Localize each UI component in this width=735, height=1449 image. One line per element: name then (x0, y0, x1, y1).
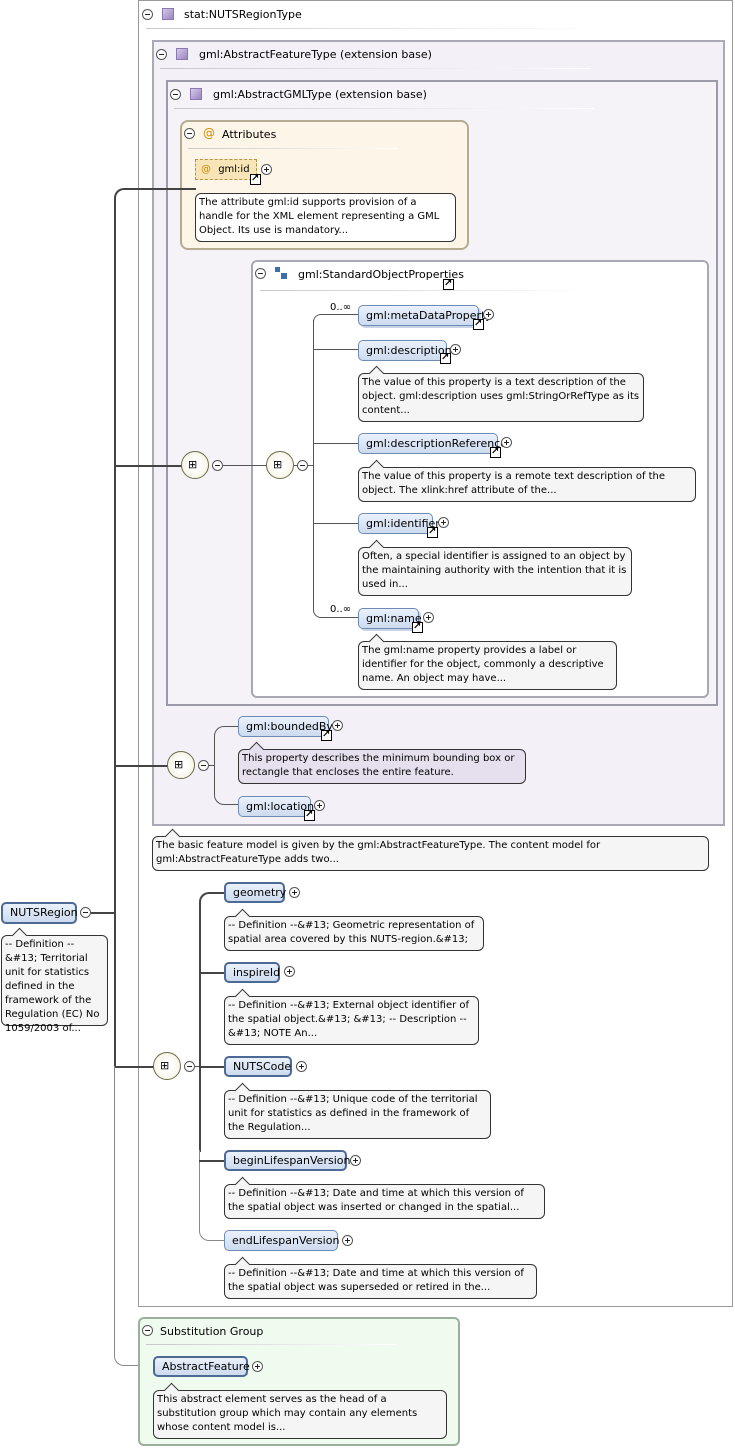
boundedby-link-icon[interactable] (321, 728, 332, 742)
expand-metadata-toggle[interactable] (483, 309, 494, 320)
description-link-icon[interactable] (440, 351, 451, 365)
location-link-icon[interactable] (304, 808, 315, 822)
gml-identifier-element[interactable]: gml:identifier (358, 513, 440, 534)
gml-type-title: gml:AbstractGMLType (extension base) (213, 88, 427, 101)
nutscode-documentation: -- Definition --&#13; Unique code of the… (224, 1082, 491, 1139)
description-documentation: The value of this property is a text des… (358, 365, 644, 422)
gml-id-label: gml:id (218, 164, 250, 175)
collapse-featuretype-toggle[interactable] (156, 49, 167, 60)
name-documentation: The gml:name property provides a label o… (358, 633, 617, 690)
attributes-title: Attributes (222, 128, 277, 141)
sequence-compositor-icon[interactable]: ⊞ (153, 1052, 181, 1080)
substitution-group-title: Substitution Group (160, 1325, 264, 1338)
collapse-own-sequence-toggle[interactable] (184, 1061, 195, 1072)
attribute-icon: @ (201, 164, 211, 175)
gml-id-link-icon[interactable] (250, 172, 261, 186)
nutscode-element[interactable]: NUTSCode (224, 1056, 292, 1077)
abstractfeature-documentation: This abstract element serves as the head… (153, 1382, 447, 1439)
expand-endlifespan-toggle[interactable] (342, 1235, 353, 1246)
collapse-nutsregiontype-toggle[interactable] (142, 9, 153, 20)
complex-type-icon (190, 88, 202, 100)
gml-boundedby-element[interactable]: gml:boundedBy (238, 716, 333, 737)
collapse-bounded-sequence-toggle[interactable] (198, 760, 209, 771)
expand-inspireid-toggle[interactable] (284, 966, 295, 977)
gml-name-element[interactable]: gml:name (358, 608, 422, 629)
feature-type-title: gml:AbstractFeatureType (extension base) (199, 48, 432, 61)
expand-description-toggle[interactable] (450, 344, 461, 355)
nutsregion-root-element[interactable]: NUTSRegion (1, 902, 78, 924)
sequence-compositor-icon[interactable]: ⊞ (266, 451, 294, 479)
expand-nutscode-toggle[interactable] (296, 1061, 307, 1072)
beginlifespan-documentation: -- Definition --&#13; Date and time at w… (224, 1176, 545, 1219)
name-link-icon[interactable] (412, 620, 423, 634)
gml-id-attribute[interactable]: @ gml:id (195, 159, 257, 180)
expand-beginlifespan-toggle[interactable] (350, 1155, 361, 1166)
expand-geometry-toggle[interactable] (289, 887, 300, 898)
collapse-attributes-toggle[interactable] (184, 128, 195, 139)
abstractfeature-element[interactable]: AbstractFeature (153, 1356, 250, 1377)
descriptionreference-link-icon[interactable] (490, 445, 501, 459)
attribute-icon: @ (203, 126, 215, 140)
nutsregiontype-title: stat:NUTSRegionType (184, 8, 302, 21)
inspireid-element[interactable]: inspireId (224, 962, 280, 983)
group-icon (275, 267, 287, 279)
std-props-title: gml:StandardObjectProperties (298, 268, 464, 281)
inspireid-documentation: -- Definition --&#13; External object id… (224, 988, 479, 1045)
gml-descriptionreference-element[interactable]: gml:descriptionReference (358, 433, 507, 454)
geometry-element[interactable]: geometry (224, 882, 286, 903)
complex-type-icon (162, 8, 174, 20)
identifier-documentation: Often, a special identifier is assigned … (358, 539, 632, 596)
metadata-multiplicity: 0..∞ (330, 302, 352, 313)
complex-type-icon (176, 48, 188, 60)
feature-type-documentation: The basic feature model is given by the … (152, 828, 709, 871)
expand-identifier-toggle[interactable] (438, 517, 449, 528)
metadata-link-icon[interactable] (473, 317, 484, 331)
sequence-compositor-icon[interactable]: ⊞ (167, 751, 195, 779)
collapse-std-props-toggle[interactable] (255, 268, 266, 279)
descriptionreference-documentation: The value of this property is a remote t… (358, 459, 696, 502)
collapse-root-toggle[interactable] (80, 907, 91, 918)
sequence-compositor-icon[interactable]: ⊞ (181, 451, 209, 479)
gml-metadataproperty-element[interactable]: gml:metaDataProperty (358, 305, 492, 326)
geometry-documentation: -- Definition --&#13; Geometric represen… (224, 908, 484, 951)
collapse-substitution-toggle[interactable] (142, 1325, 153, 1336)
gml-description-element[interactable]: gml:description (358, 340, 452, 361)
endlifespan-documentation: -- Definition --&#13; Date and time at w… (224, 1256, 537, 1299)
endlifespanversion-element[interactable]: endLifespanVersion (224, 1230, 339, 1251)
collapse-gmltype-toggle[interactable] (170, 89, 181, 100)
gml-id-documentation: The attribute gml:id supports provision … (195, 193, 456, 242)
identifier-link-icon[interactable] (427, 525, 438, 539)
expand-abstractfeature-toggle[interactable] (252, 1361, 263, 1372)
expand-descriptionreference-toggle[interactable] (501, 437, 512, 448)
expand-boundedby-toggle[interactable] (332, 720, 343, 731)
nutsregion-documentation: -- Definition --&#13; Territorial unit f… (1, 927, 108, 1034)
expand-gml-id-toggle[interactable] (261, 164, 272, 175)
name-multiplicity: 0..∞ (330, 604, 352, 615)
collapse-std-sequence-toggle[interactable] (297, 460, 308, 471)
collapse-sequence-toggle[interactable] (212, 460, 223, 471)
std-props-link-icon[interactable] (443, 277, 454, 291)
boundedby-documentation: This property describes the minimum boun… (238, 741, 526, 784)
beginlifespanversion-element[interactable]: beginLifespanVersion (224, 1150, 350, 1171)
expand-name-toggle[interactable] (423, 612, 434, 623)
expand-location-toggle[interactable] (314, 800, 325, 811)
gml-location-element[interactable]: gml:location (238, 796, 314, 817)
